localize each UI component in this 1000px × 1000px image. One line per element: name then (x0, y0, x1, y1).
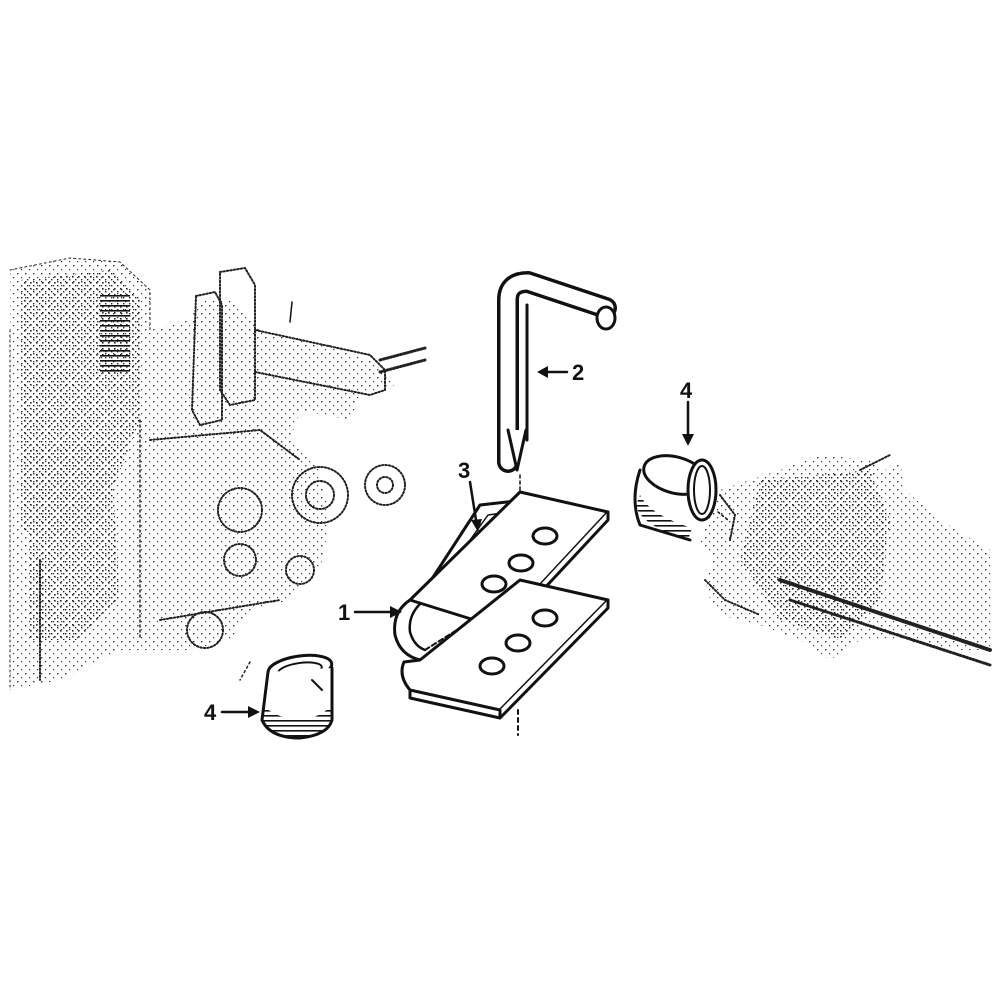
callout-3: 3 (458, 458, 470, 483)
callout-2: 2 (572, 360, 584, 385)
callout-4-left: 4 (204, 700, 217, 725)
callout-4-right: 4 (680, 378, 693, 403)
leader-arrows (220, 366, 694, 718)
bushing-left (239, 653, 334, 740)
axle-housing (700, 454, 992, 667)
transmission-housing (9, 257, 427, 691)
u-bracket (393, 490, 610, 736)
bushing-right (633, 454, 729, 542)
hex-key (497, 271, 617, 521)
callout-1: 1 (338, 600, 350, 625)
